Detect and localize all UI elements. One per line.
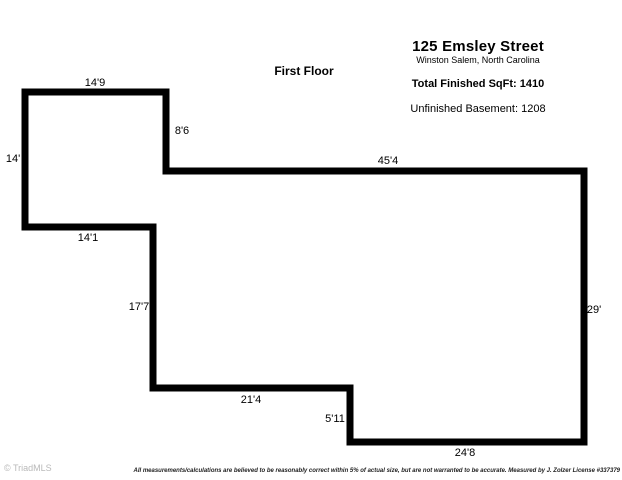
- header-block: 125 Emsley Street Winston Salem, North C…: [380, 38, 576, 115]
- dim-upper-room-right: 8'6: [174, 125, 190, 137]
- dim-upper-room-top: 14'9: [84, 77, 106, 89]
- dim-lower-step: 5'11: [325, 413, 345, 425]
- total-finished-sqft: Total Finished SqFt: 1410: [411, 78, 545, 90]
- unfinished-basement: Unfinished Basement: 1208: [410, 103, 546, 115]
- dim-left-room-bottom: 14'1: [77, 232, 99, 244]
- wall-path: [21, 88, 588, 446]
- property-address: 125 Emsley Street: [412, 38, 544, 55]
- dim-middle-left: 17'7: [128, 301, 150, 313]
- triadmls-copyright: © TriadMLS: [4, 463, 52, 473]
- dim-right-side: 29': [586, 304, 602, 316]
- floor-title: First Floor: [274, 64, 334, 78]
- dim-main-top: 45'4: [377, 155, 399, 167]
- measurement-disclaimer: All measurements/calculations are believ…: [133, 468, 620, 474]
- dim-upper-room-left: 14': [5, 153, 21, 165]
- dim-lower-middle-bottom: 21'4: [240, 394, 262, 406]
- property-city-state: Winston Salem, North Carolina: [416, 55, 540, 65]
- dim-bottom: 24'8: [454, 447, 476, 459]
